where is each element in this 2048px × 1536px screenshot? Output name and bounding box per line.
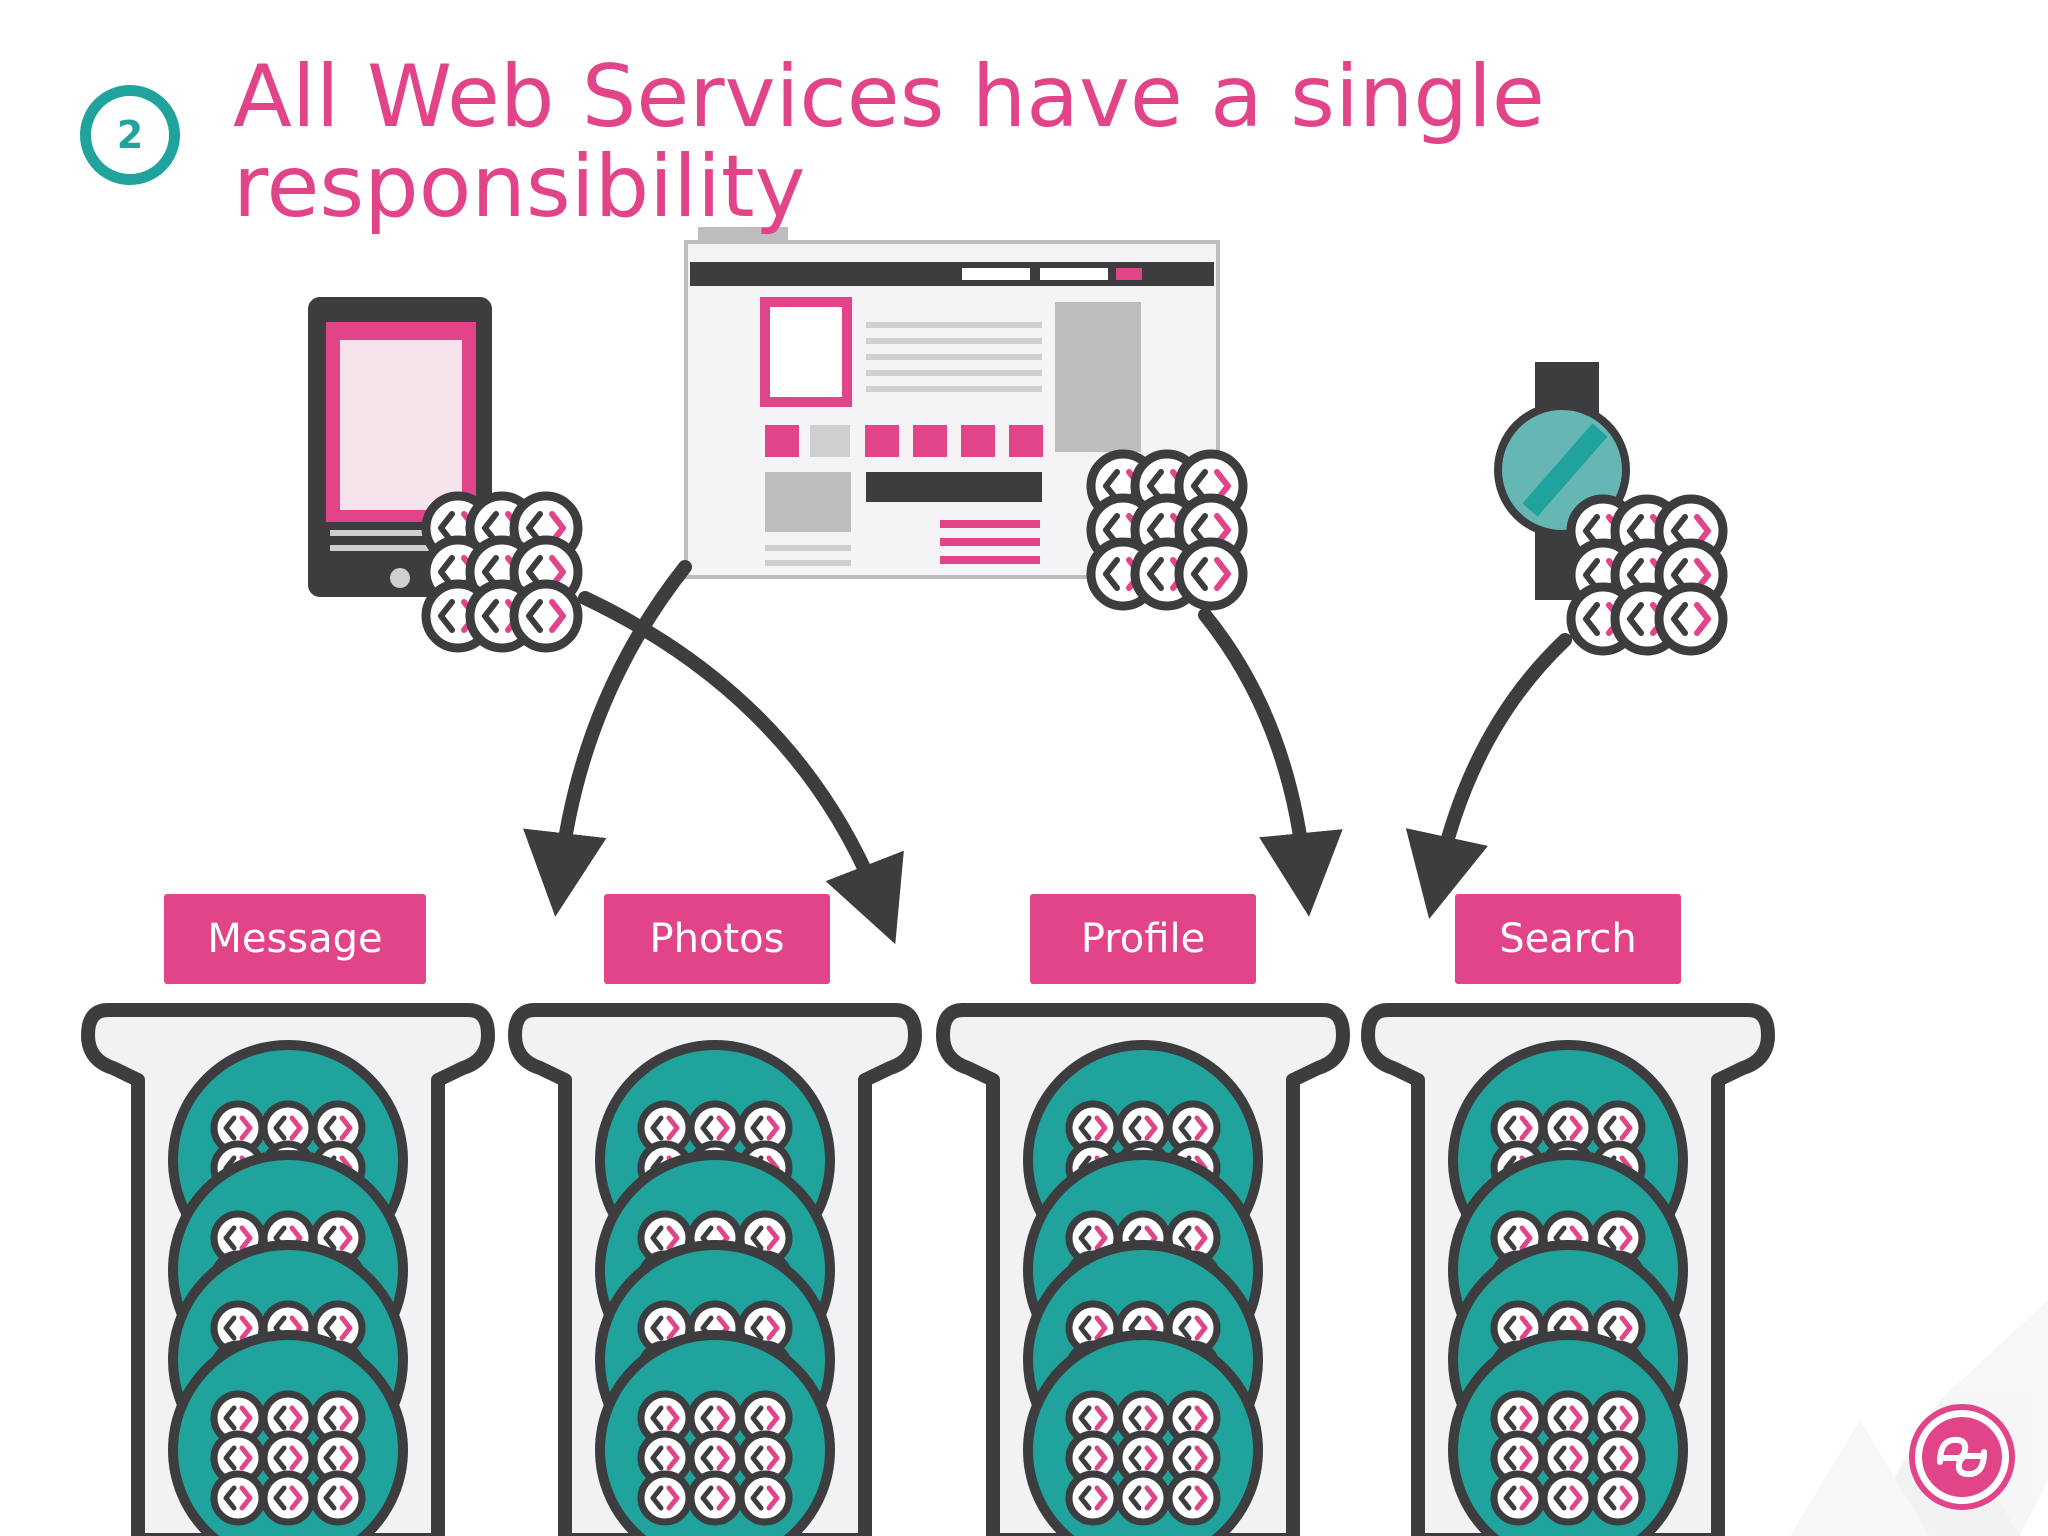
code-cluster-browser xyxy=(1091,454,1243,606)
service-container-message xyxy=(88,1010,488,1536)
brand-logo-icon xyxy=(1909,1404,2015,1510)
service-container-profile xyxy=(943,1010,1343,1536)
arrows xyxy=(523,560,1572,945)
slide-title: All Web Services have a single responsib… xyxy=(233,47,1545,237)
arrow-browser-to-profile xyxy=(1198,608,1343,917)
service-label-photos: Photos xyxy=(604,894,830,984)
service-container-photos xyxy=(515,1010,915,1536)
arrow-browser-to-message xyxy=(523,560,692,917)
service-label-message: Message xyxy=(164,894,426,984)
service-label-search: Search xyxy=(1455,894,1681,984)
decorative-triangles xyxy=(1790,1300,2048,1536)
service-label-profile: Profile xyxy=(1030,894,1256,984)
code-cluster-phone xyxy=(426,496,578,648)
arrow-watch-to-search xyxy=(1405,633,1572,920)
step-number: 2 xyxy=(116,113,144,157)
service-container-search xyxy=(1368,1010,1768,1536)
arrow-phone-to-photos xyxy=(578,591,904,945)
code-cluster-watch xyxy=(1571,499,1723,651)
step-number-badge: 2 xyxy=(80,85,180,185)
